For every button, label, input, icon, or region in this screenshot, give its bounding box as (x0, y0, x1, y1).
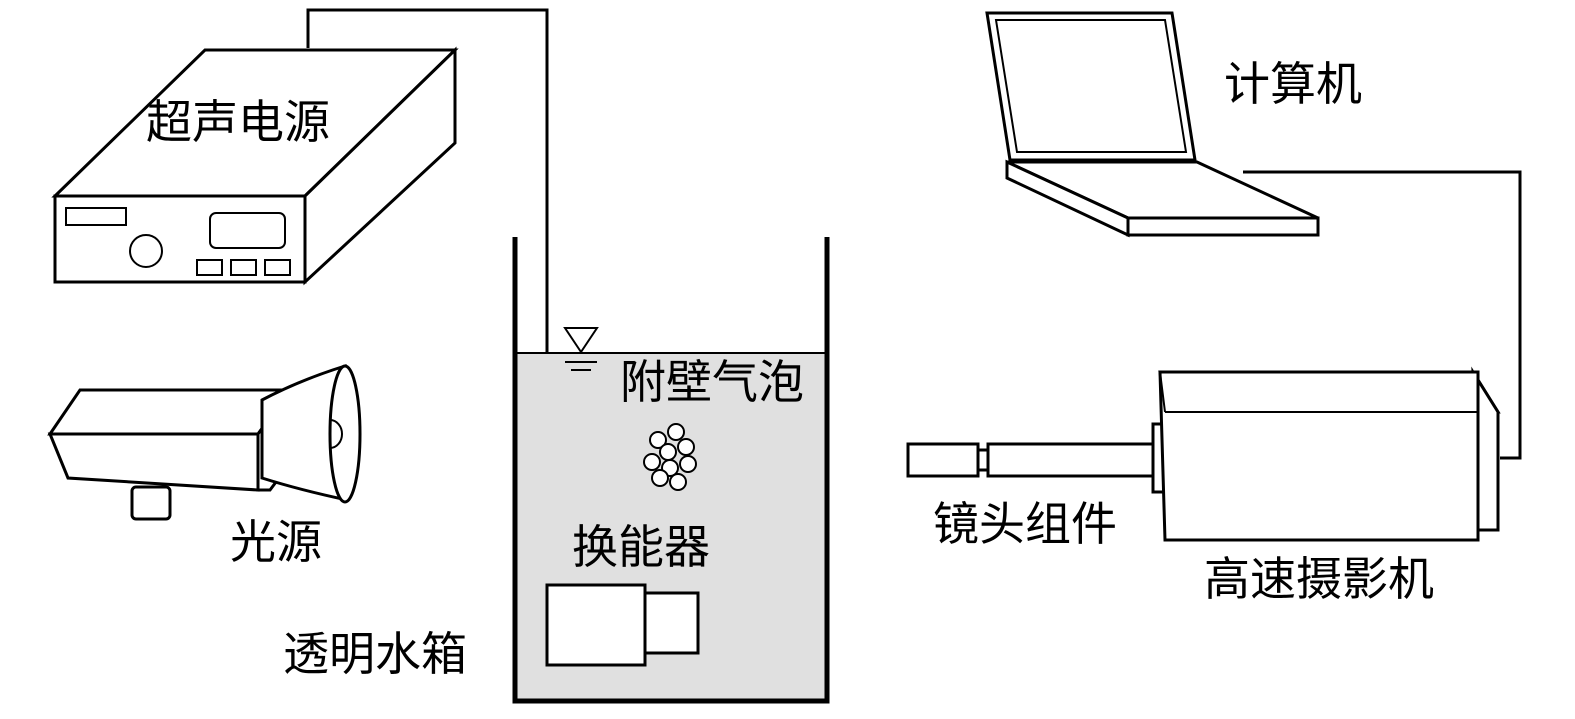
high-speed-camera-label: 高速摄影机 (1204, 552, 1434, 606)
transducer (545, 583, 700, 667)
attached-bubble-label: 附壁气泡 (620, 355, 804, 409)
digital-display (209, 212, 286, 249)
ultrasonic-power-supply (51, 46, 459, 286)
knob-icon (129, 234, 163, 268)
water-level-icon (563, 327, 599, 354)
ultrasonic-power-label: 超声电源 (146, 95, 330, 149)
lens-assembly-label: 镜头组件 (933, 497, 1117, 551)
camera-to-computer-cable (1243, 170, 1522, 460)
panel-button (196, 259, 223, 276)
computer-label: 计算机 (1224, 57, 1362, 111)
lens-barrel (986, 442, 1155, 478)
transducer-label: 换能器 (572, 520, 710, 574)
panel-button (264, 259, 291, 276)
light-source (47, 363, 362, 521)
water-tank-label: 透明水箱 (283, 627, 467, 681)
laptop-computer (985, 11, 1320, 238)
bubble-cluster (643, 423, 697, 491)
display-window (65, 207, 127, 226)
panel-button (230, 259, 257, 276)
high-speed-camera (906, 366, 1501, 542)
lens-cap (906, 442, 980, 478)
power-to-transducer-cable (306, 8, 549, 585)
light-source-label: 光源 (230, 515, 322, 569)
